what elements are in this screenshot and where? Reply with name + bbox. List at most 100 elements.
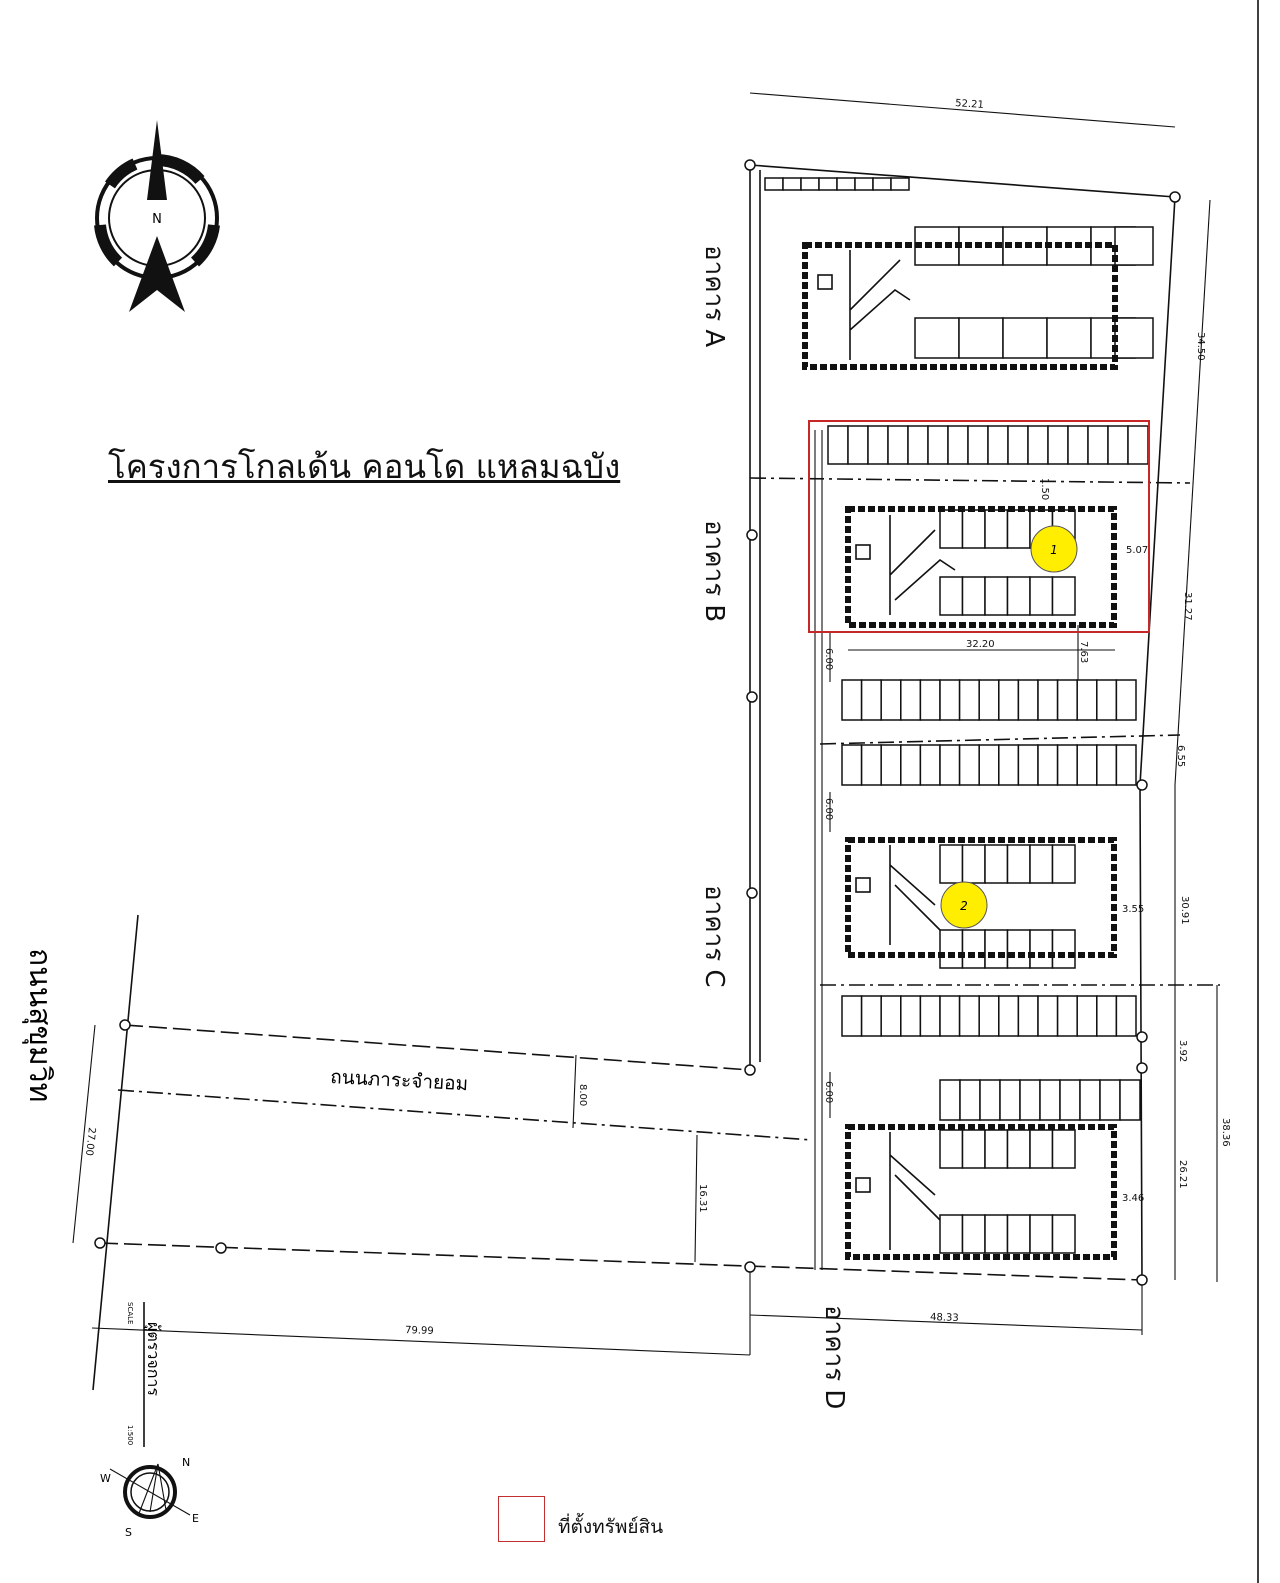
parking-stall <box>818 177 838 191</box>
parking-stall <box>939 576 964 616</box>
building-b-footprint <box>845 506 1117 628</box>
parking-stall <box>1051 844 1076 884</box>
parking-stall <box>959 1079 981 1121</box>
parking-stall <box>961 576 986 616</box>
parking-stall <box>961 844 986 884</box>
parking-stall <box>1029 576 1054 616</box>
parking-stall <box>978 744 1000 786</box>
dim-label: 34.50 <box>1195 332 1206 361</box>
compass-w: W <box>100 1472 111 1485</box>
building-c-footprint <box>845 837 1117 958</box>
parking-stall <box>860 744 882 786</box>
dim-label: 48.33 <box>930 1312 959 1324</box>
parking-stall <box>1027 425 1049 465</box>
parking-stall <box>1067 425 1089 465</box>
marker-1-label: 1 <box>1050 543 1058 557</box>
parking-stall <box>958 317 1004 359</box>
parking-stall <box>984 576 1009 616</box>
road-label-main: ถนนสุขุมวิท <box>21 948 57 1102</box>
parking-stall <box>880 995 902 1037</box>
compass-north-label: N <box>152 212 162 227</box>
parking-stall <box>927 425 949 465</box>
building-d-footprint <box>845 1124 1117 1260</box>
small-compass-icon: N E S W <box>100 1456 199 1539</box>
dim-label: 16.31 <box>697 1184 708 1213</box>
marker-2[interactable]: 2 <box>940 881 988 929</box>
parking-stall <box>860 679 882 721</box>
dim-label: 3.92 <box>1177 1040 1188 1062</box>
marker-1[interactable]: 1 <box>1030 525 1078 573</box>
parking-stall <box>1007 425 1029 465</box>
parking-stall <box>1059 1079 1081 1121</box>
parking-stall <box>1056 744 1078 786</box>
parking-stall <box>984 1214 1009 1254</box>
legend-swatch <box>498 1496 545 1542</box>
building-b-label: อาคาร B <box>699 520 729 622</box>
parking-stall <box>800 177 820 191</box>
parking-stall <box>841 995 863 1037</box>
parking-stall <box>998 679 1020 721</box>
marker-2-label: 2 <box>960 899 968 913</box>
dim-label: 32.20 <box>966 639 995 650</box>
parking-stall <box>1029 1129 1054 1169</box>
parking-stall <box>900 679 922 721</box>
parking-stall <box>1029 844 1054 884</box>
parking-stall <box>939 1129 964 1169</box>
project-title: โครงการโกลเด้น คอนโด แหลมฉบัง <box>108 447 621 486</box>
parking-stall <box>939 929 964 969</box>
parking-stall <box>961 509 986 549</box>
dim-label: 6.55 <box>1175 745 1186 767</box>
parking-stall <box>1017 744 1039 786</box>
parking-stall <box>1051 929 1076 969</box>
parking-stall <box>1006 1129 1031 1169</box>
building-c-label: อาคาร C <box>699 885 729 988</box>
dim-label: 5.07 <box>1126 545 1148 556</box>
parking-stall <box>987 425 1009 465</box>
dim-label: 7.63 <box>1078 641 1089 663</box>
parking-stall <box>1119 1079 1141 1121</box>
parking-stall <box>1006 509 1031 549</box>
dim-label: 3.55 <box>1122 904 1144 915</box>
dim-label: 6.00 <box>823 648 834 670</box>
parking-stall <box>919 679 941 721</box>
parking-stall <box>1115 679 1137 721</box>
dim-label: 30.91 <box>1179 896 1190 925</box>
parking-stall <box>1039 1079 1061 1121</box>
parking-stall <box>939 509 964 549</box>
parking-stall <box>914 317 960 359</box>
parking-stall <box>900 744 922 786</box>
building-a-footprint <box>802 242 1118 370</box>
parking-stall <box>1006 576 1031 616</box>
parking-stall <box>1029 929 1054 969</box>
parking-stall <box>939 844 964 884</box>
north-compass-icon: N <box>94 120 220 312</box>
parking-stall <box>1076 744 1098 786</box>
road-label-access: ถนนภาระจำยอม <box>330 1066 469 1095</box>
compass-n: N <box>182 1456 190 1469</box>
parking-stall <box>1096 679 1118 721</box>
site-boundary <box>92 159 1220 1391</box>
dim-label: 3.46 <box>1122 1193 1144 1204</box>
parking-stall <box>958 995 980 1037</box>
parking-stalls <box>764 177 1154 1254</box>
dim-label: 38.36 <box>1220 1118 1231 1147</box>
parking-stall <box>978 679 1000 721</box>
parking-stall <box>1002 317 1048 359</box>
parking-stall <box>961 1129 986 1169</box>
parking-stall <box>872 177 892 191</box>
parking-stall <box>847 425 869 465</box>
parking-stall <box>984 509 1009 549</box>
parking-stall <box>900 995 922 1037</box>
scale-caption: SCALE <box>126 1302 134 1324</box>
parking-stall <box>979 1079 1001 1121</box>
parking-stall <box>890 177 910 191</box>
parking-stall <box>1079 1079 1101 1121</box>
parking-stall <box>1037 995 1059 1037</box>
parking-stall <box>841 744 863 786</box>
parking-stall <box>782 177 802 191</box>
parking-stall <box>1047 425 1069 465</box>
parking-stall <box>939 995 961 1037</box>
parking-stall <box>1115 995 1137 1037</box>
parking-stall <box>1037 679 1059 721</box>
parking-stall <box>1056 995 1078 1037</box>
